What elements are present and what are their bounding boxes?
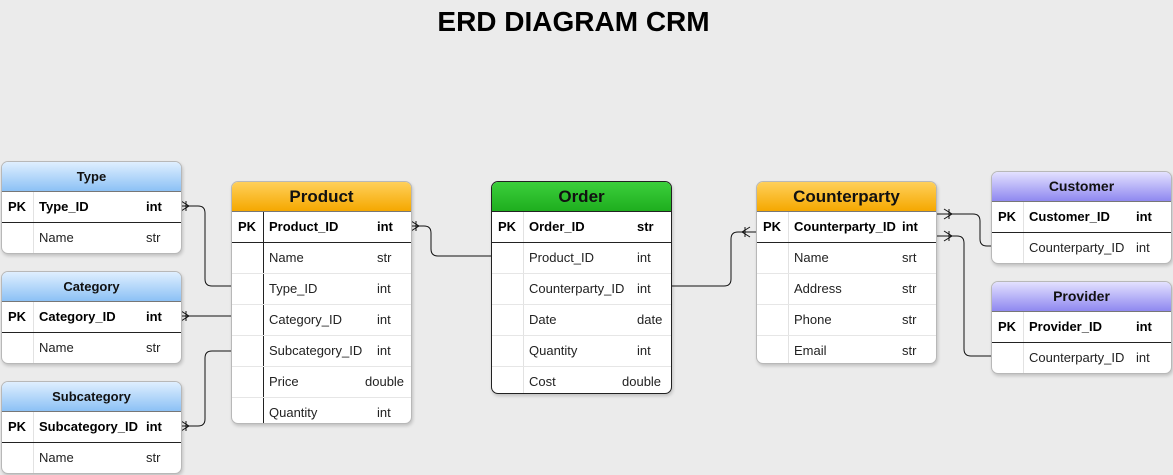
connector-order-counterparty bbox=[671, 231, 756, 287]
pk-row: PK Type_ID int bbox=[2, 192, 181, 223]
entity-category[interactable]: Category PK Category_ID int Name str bbox=[1, 271, 182, 364]
entity-subcategory[interactable]: Subcategory PK Subcategory_ID int Name s… bbox=[1, 381, 182, 474]
field-row: Email str bbox=[794, 343, 917, 358]
entity-customer[interactable]: Customer PK Customer_ID int Counterparty… bbox=[991, 171, 1172, 264]
pk-row: PK Provider_ID int bbox=[992, 312, 1171, 343]
field-row: Type_ID int bbox=[232, 274, 411, 305]
field-row: Name srt bbox=[757, 243, 936, 274]
pk-row: PK Subcategory_ID int bbox=[2, 412, 181, 443]
field-row: Date date bbox=[492, 305, 671, 336]
field-row: Address str bbox=[757, 274, 936, 305]
pk-row: PK Counterparty_ID int bbox=[757, 212, 936, 243]
entity-subcategory-header: Subcategory bbox=[2, 382, 181, 412]
pk-row: PK Category_ID int bbox=[2, 302, 181, 333]
pk-row: PK Product_ID int bbox=[232, 212, 411, 243]
field-row: Name str bbox=[2, 223, 181, 253]
field-row: Quantity int bbox=[492, 336, 671, 367]
entity-customer-header: Customer bbox=[992, 172, 1171, 202]
crow-foot-subcategory bbox=[180, 420, 190, 432]
field-row: Category_ID int bbox=[232, 305, 411, 336]
entity-order-header: Order bbox=[492, 182, 671, 212]
crow-foot-category bbox=[180, 310, 190, 322]
connector-type-product bbox=[181, 205, 231, 287]
field-row: Name str bbox=[2, 443, 181, 473]
pk-row: PK Order_ID str bbox=[492, 212, 671, 243]
connector-subcategory-product bbox=[181, 350, 231, 427]
field-row: Price double bbox=[232, 367, 411, 398]
crow-foot-customer bbox=[943, 208, 953, 220]
crow-foot-counterparty bbox=[741, 226, 751, 238]
crow-foot-product bbox=[410, 220, 420, 232]
entity-provider-header: Provider bbox=[992, 282, 1171, 312]
field-row: Product_ID int bbox=[492, 243, 671, 274]
crow-foot-type bbox=[180, 200, 190, 212]
field-row: Name str bbox=[2, 333, 181, 363]
entity-order[interactable]: Order PK Order_ID str Product_ID int Cou… bbox=[491, 181, 672, 394]
entity-product[interactable]: Product PK Product_ID int Name str Type_… bbox=[231, 181, 412, 424]
pk-row: PK Customer_ID int bbox=[992, 202, 1171, 233]
connector-counterparty-provider bbox=[936, 235, 991, 357]
entity-category-header: Category bbox=[2, 272, 181, 302]
field-row: Phone str bbox=[757, 305, 936, 336]
entity-provider[interactable]: Provider PK Provider_ID int Counterparty… bbox=[991, 281, 1172, 374]
entity-type-header: Type bbox=[2, 162, 181, 192]
connector-product-order bbox=[411, 225, 491, 257]
field-row: Subcategory_ID int bbox=[232, 336, 411, 367]
entity-counterparty-header: Counterparty bbox=[757, 182, 936, 212]
diagram-title: ERD DIAGRAM CRM bbox=[437, 6, 710, 37]
connector-counterparty-customer bbox=[936, 213, 991, 247]
entity-type[interactable]: Type PK Type_ID int Name str bbox=[1, 161, 182, 254]
field-row: Name str bbox=[232, 243, 411, 274]
entity-product-header: Product bbox=[232, 182, 411, 212]
field-row: Counterparty_ID int bbox=[992, 343, 1171, 373]
field-row: Cost double bbox=[529, 374, 662, 389]
field-row: Counterparty_ID int bbox=[992, 233, 1171, 263]
field-row: Counterparty_ID int bbox=[492, 274, 671, 305]
entity-counterparty[interactable]: Counterparty PK Counterparty_ID int Name… bbox=[756, 181, 937, 364]
field-row: Quantity int bbox=[269, 405, 391, 420]
crow-foot-provider bbox=[943, 230, 953, 242]
